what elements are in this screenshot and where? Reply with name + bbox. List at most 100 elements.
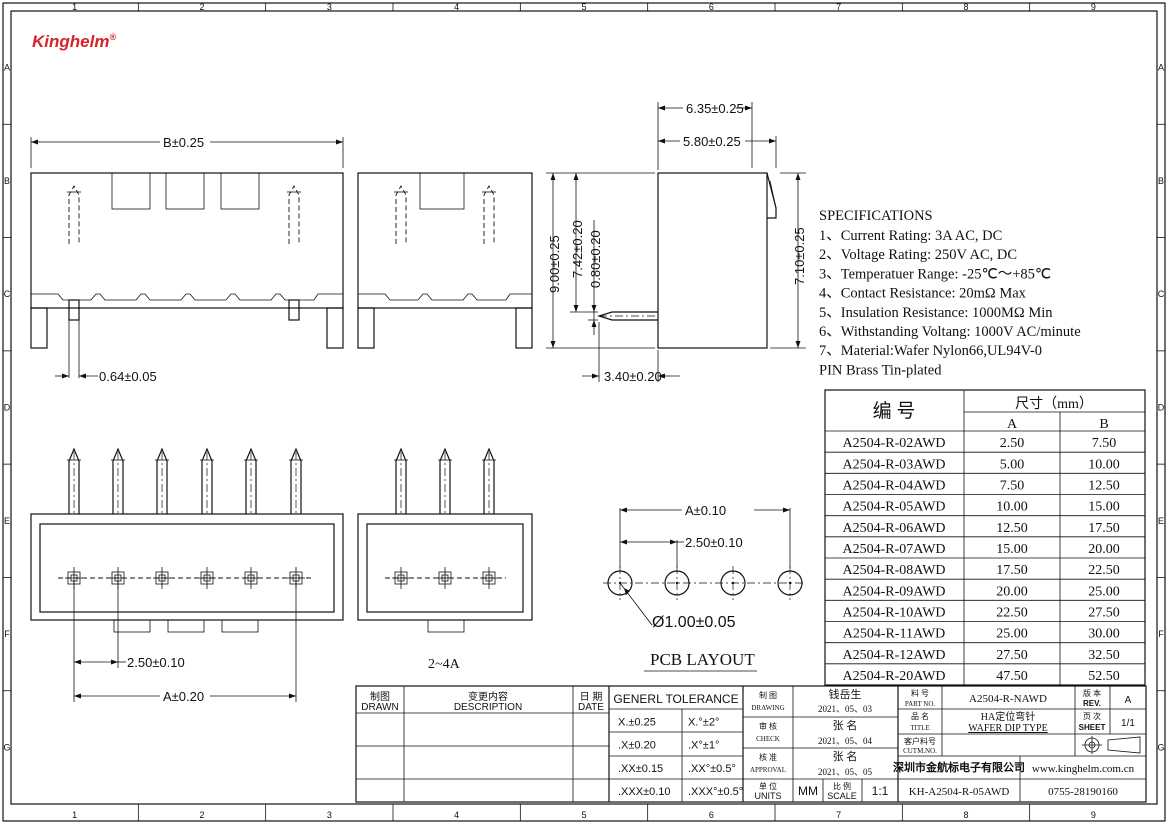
grid-row-right: F [1158,629,1164,639]
front-view-6pin: B±0.25 0.64±0.05 [30,135,344,384]
cell-b: 27.50 [1088,606,1120,621]
drawn-cn: 制图 [370,690,390,703]
scale-en: SCALE [827,791,857,801]
title-cn: 品 名 [911,711,929,721]
grid-col-top: 7 [836,2,841,12]
company-name: 深圳市金航标电子有限公司 [893,760,1025,774]
table-header-size: 尺寸（mm） [1015,396,1093,412]
partno-value: A2504-R-NAWD [969,693,1047,705]
cell-b: 12.50 [1088,479,1120,494]
dim-635: 6.35±0.25 [686,101,744,116]
units-value: MM [798,784,818,798]
cell-a: 5.00 [1000,457,1025,472]
cell-part: A2504-R-12AWD [842,648,945,663]
spec-item: PIN Brass Tin-plated [819,362,942,378]
rev-value: A [1125,695,1132,706]
grid-col-bottom: 2 [199,810,204,820]
units-en: UNITS [755,791,782,801]
title-block: 制图 DRAWN 变更内容 DESCRIPTION 日 期 DATE GENER… [355,685,1147,803]
sheet-en: SHEET [1079,723,1106,732]
drawing-cn: 制 图 [759,690,777,700]
grid-col-bottom: 6 [709,810,714,820]
grid-col-bottom: 8 [963,810,968,820]
table-row: A2504-R-05AWD 10.00 15.00 [842,500,1119,515]
grid-row-left: C [4,289,11,299]
desc-en: DESCRIPTION [454,702,522,713]
date-en: DATE [578,702,604,713]
title-line1: HA定位弯针 [981,710,1035,723]
dim-580: 5.80±0.25 [683,134,741,149]
pin-outline [201,447,213,514]
dim-742: 7.42±0.20 [570,220,585,278]
grid-col-top: 5 [581,2,586,12]
grid-row-right: G [1157,742,1164,752]
spec-item: 7、Material:Wafer Nylon66,UL94V-0 [819,343,1042,359]
cell-b: 7.50 [1092,436,1117,451]
cust-en: CUTM.NO. [903,747,937,755]
dim-a010: A±0.10 [685,503,726,518]
grid-row-left: G [3,742,10,752]
check-date: 2021、05、04 [818,736,873,746]
grid-col-bottom: 4 [454,810,459,820]
grid-row-left: A [4,63,10,73]
grid-row-left: E [4,516,10,526]
tolerance-angle: X.°±2° [688,716,719,728]
checker: 张 名 [833,718,858,732]
cell-b: 15.00 [1088,500,1120,515]
sheet-value: 1/1 [1121,718,1135,729]
projection-symbol-icon [1082,736,1141,754]
rev-cn: 版 本 [1083,688,1101,698]
grid-row-right: C [1158,289,1165,299]
approval-date: 2021、05、05 [818,767,873,777]
desc-cn: 变更内容 [468,690,508,703]
cell-part: A2504-R-05AWD [842,500,945,515]
kinghelm-logo: Kinghelm® [32,32,116,51]
spec-list: 1、Current Rating: 3A AC, DC2、Voltage Rat… [819,228,1081,378]
cell-a: 17.50 [996,563,1028,578]
grid-col-top: 9 [1091,2,1096,12]
cell-a: 10.00 [996,500,1028,515]
cell-b: 10.00 [1088,457,1120,472]
grid-col-top: 2 [199,2,204,12]
check-cn: 审 核 [759,721,777,731]
drawer: 钱岳生 [829,687,862,701]
spec-item: 2、Voltage Rating: 250V AC, DC [819,247,1017,263]
drawn-en: DRAWN [361,702,398,713]
tolerance-linear: .XX±0.15 [618,763,663,775]
grid-col-bottom: 1 [72,810,77,820]
grid-row-right: A [1158,63,1164,73]
top-view-3pin: 2~4A [357,447,533,672]
pin-outline [245,447,257,514]
date-cn: 日 期 [580,691,603,703]
drawing-en: DRAWING [751,704,784,712]
table-header-a: A [1007,417,1018,432]
tolerance-linear: .XXX±0.10 [618,786,671,798]
dim-080: 0.80±0.20 [588,230,603,288]
cell-part: A2504-R-20AWD [842,669,945,684]
check-en: CHECK [756,735,780,743]
pin-outline [68,447,80,514]
spec-item: 4、Contact Resistance: 20mΩ Max [819,286,1027,302]
partno-en: PART NO. [905,700,936,708]
specifications: SPECIFICATIONS 1、Current Rating: 3A AC, … [819,208,1081,378]
pin-outline [439,447,451,514]
tolerance-angle: .XXX°±0.5° [688,786,743,798]
tolerance-linear: .X±0.20 [618,740,656,752]
grid-col-bottom: 5 [581,810,586,820]
pin-outline [290,447,302,514]
cell-b: 25.00 [1088,584,1120,599]
tolerance-title: GENERL TOLERANCE [613,692,738,706]
approval-en: APPROVAL [750,766,786,774]
scale-cn: 比 例 [833,781,851,791]
dim-hole: Ø1.00±0.05 [652,614,736,631]
